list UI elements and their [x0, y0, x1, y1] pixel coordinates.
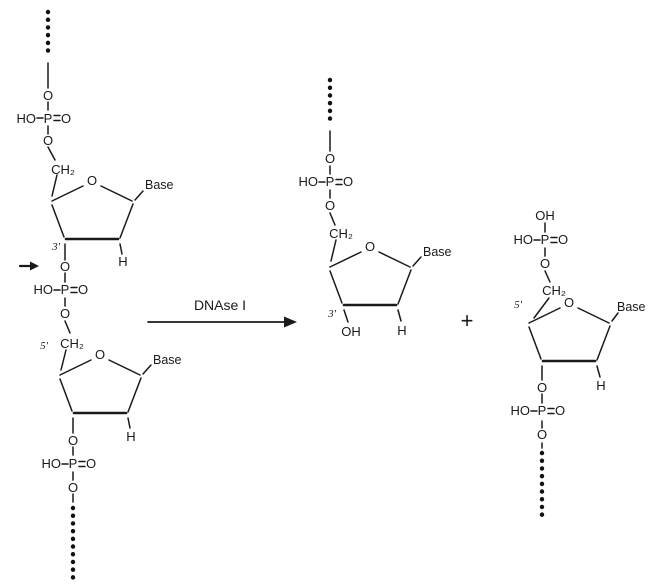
bond	[533, 297, 550, 319]
oxygen-label: O	[555, 403, 565, 418]
three-prime-label: 3'	[327, 308, 337, 320]
ring-oxygen-label: O	[564, 295, 574, 310]
hydroxyl-label: HO	[34, 282, 54, 297]
oxygen-label: O	[43, 133, 53, 148]
bond	[544, 270, 551, 283]
bond	[611, 312, 619, 322]
hydrogen-label: H	[126, 429, 135, 444]
three-prime-label: 3'	[51, 241, 61, 253]
bond	[412, 256, 422, 267]
ring-bond	[329, 270, 343, 304]
bond	[134, 190, 144, 201]
ring-bond	[59, 378, 73, 412]
cleavage-site-arrow	[18, 261, 39, 271]
ring-bond	[577, 307, 610, 324]
ring-bond	[51, 204, 65, 238]
hydrogen-label: H	[118, 254, 127, 269]
dnase-label: DNAse I	[194, 297, 246, 313]
ring-bond	[51, 185, 84, 202]
product-5phosphate-bonds	[528, 222, 619, 449]
ring-bond	[108, 359, 141, 376]
phosphorus-label: P	[538, 403, 547, 418]
base-label: Base	[145, 178, 174, 192]
oxygen-label: O	[540, 256, 550, 271]
ring-bond	[127, 377, 142, 413]
ring-oxygen-label: O	[365, 239, 375, 254]
hydroxyl-label: OH	[341, 324, 361, 339]
oxygen-label: O	[78, 282, 88, 297]
bond	[47, 146, 56, 161]
product-3oh-bonds	[318, 130, 422, 323]
oxygen-label: O	[60, 259, 70, 274]
five-prime-label: 5'	[514, 299, 523, 311]
ring-bond	[329, 251, 362, 268]
hydrogen-label: H	[596, 378, 605, 393]
hydroxyl-label: HO	[299, 174, 319, 189]
bond	[60, 349, 67, 371]
hydroxyl-label: HO	[514, 232, 534, 247]
base-label: Base	[423, 245, 452, 259]
ring-bond	[59, 359, 92, 376]
ch2-group-label: CH₂	[542, 283, 566, 298]
ring-bond	[378, 251, 411, 268]
bond	[142, 364, 152, 375]
bond	[119, 243, 123, 255]
phosphorus-label: P	[61, 282, 70, 297]
substrate-structure: O HO P O O CH₂ O Base 3' H O HO P O O 5'…	[17, 9, 182, 581]
ring-oxygen-label: O	[87, 173, 97, 188]
oxygen-label: O	[86, 456, 96, 471]
bond	[397, 309, 402, 322]
bond	[343, 309, 349, 323]
phosphorus-label: P	[541, 232, 550, 247]
ring-bond	[100, 185, 133, 202]
oxygen-label: O	[537, 380, 547, 395]
hydroxyl-label: OH	[535, 208, 555, 223]
oxygen-label: O	[343, 174, 353, 189]
ch2-group-label: CH₂	[329, 226, 353, 241]
oxygen-label: O	[68, 433, 78, 448]
reaction-arrow-group: DNAse I	[147, 297, 297, 328]
ring-bond	[528, 307, 561, 324]
oxygen-label: O	[325, 151, 335, 166]
product-5phosphate-structure: OH HO P O O CH₂ 5' O Base H O HO P O O	[511, 208, 646, 520]
oxygen-label: O	[68, 480, 78, 495]
ch2-group-label: CH₂	[60, 336, 84, 351]
oxygen-label: O	[325, 198, 335, 213]
hydroxyl-label: HO	[17, 111, 37, 126]
oxygen-label: O	[60, 306, 70, 321]
bond	[596, 365, 601, 378]
bond	[330, 239, 337, 262]
oxygen-label: O	[43, 88, 53, 103]
ring-bond	[119, 203, 134, 239]
base-label: Base	[617, 300, 646, 314]
reaction-arrow-head	[284, 316, 297, 328]
ring-bond	[528, 326, 542, 360]
bond	[329, 212, 336, 226]
oxygen-label: O	[558, 232, 568, 247]
phosphorus-label: P	[44, 111, 53, 126]
hydroxyl-label: HO	[42, 456, 62, 471]
bond	[51, 174, 58, 197]
ch2-group-label: CH₂	[51, 162, 75, 177]
hydrogen-label: H	[397, 323, 406, 338]
plus-sign: +	[461, 308, 474, 333]
ring-bond	[397, 269, 412, 305]
oxygen-label: O	[61, 111, 71, 126]
ring-oxygen-label: O	[95, 347, 105, 362]
bond	[127, 417, 131, 429]
ring-bond	[596, 325, 611, 361]
product-3oh-structure: O HO P O O CH₂ O Base 3' OH H	[299, 77, 452, 339]
phosphorus-label: P	[69, 456, 78, 471]
base-label: Base	[153, 353, 182, 367]
five-prime-label: 5'	[40, 340, 49, 352]
phosphorus-label: P	[326, 174, 335, 189]
oxygen-label: O	[537, 427, 547, 442]
bond	[64, 320, 71, 334]
cleavage-arrow-head	[30, 261, 39, 271]
substrate-bonds	[36, 62, 152, 503]
hydroxyl-label: HO	[511, 403, 531, 418]
